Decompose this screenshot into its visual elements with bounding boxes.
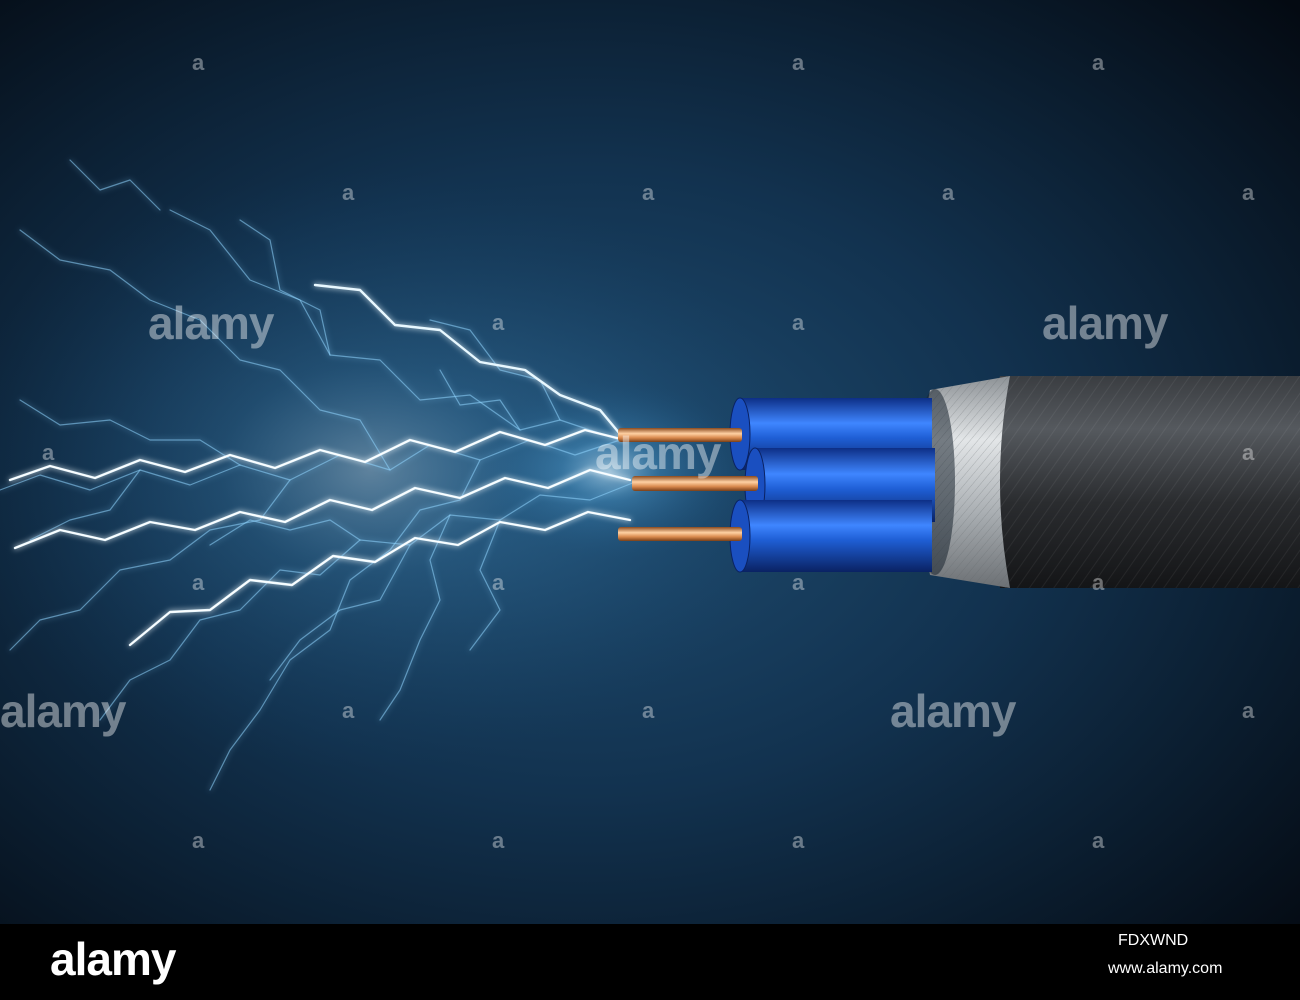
blue-conductors <box>729 397 935 573</box>
footer-logo: alamy <box>50 933 176 985</box>
footer-bar: alamy FDXWND www.alamy.com <box>0 924 1300 1000</box>
cable-icon <box>618 376 1300 588</box>
site-url: www.alamy.com <box>1108 960 1223 977</box>
photo-stage: a a a a a a a alamy a a alamy a alamy a … <box>0 0 1300 924</box>
photo-illustration <box>0 0 1300 924</box>
image-id: FDXWND <box>1118 932 1189 949</box>
lightning-spark-icon <box>0 159 641 791</box>
copper-wires <box>618 428 758 541</box>
